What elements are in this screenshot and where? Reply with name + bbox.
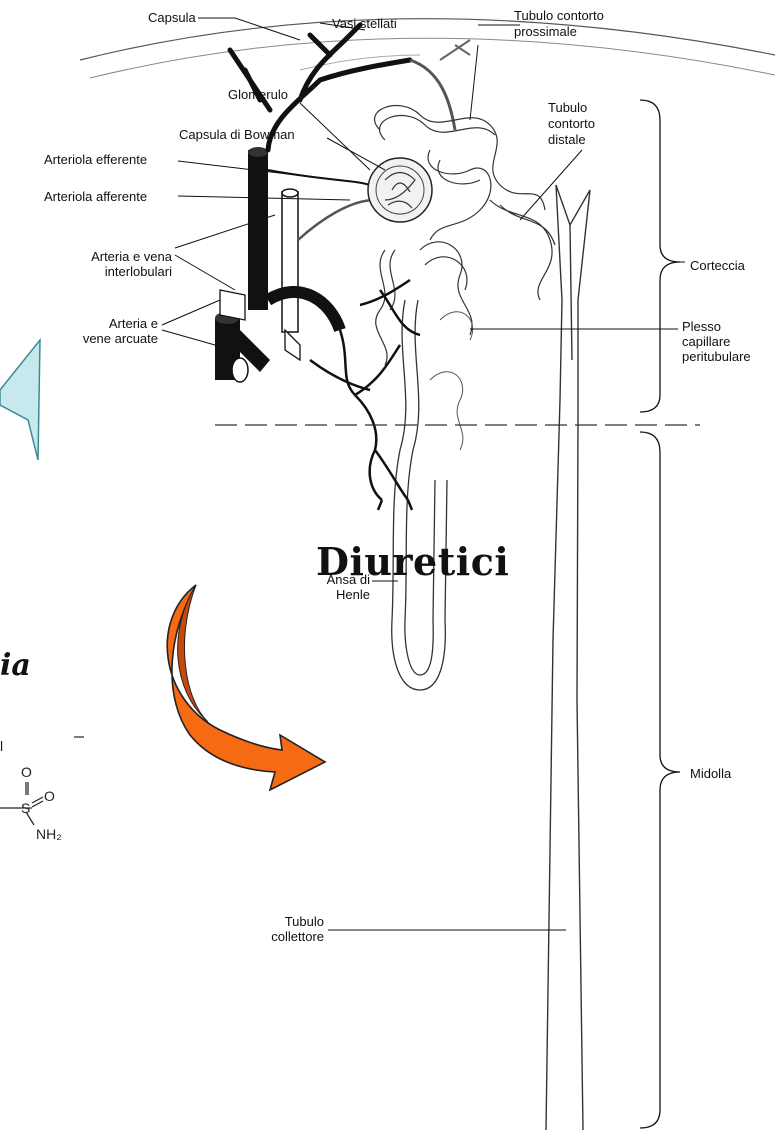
chem-oxygen-right: O [44, 788, 55, 804]
label-vasi-stellati: Vasi stellati [332, 16, 397, 31]
label-arteria-vene-arcuate-1: Arteria e [40, 316, 158, 331]
label-tubulo-collettore-1: Tubulo [240, 914, 324, 929]
label-arteria-vene-arcuate-2: vene arcuate [40, 331, 158, 346]
arcuate-vein [220, 290, 245, 320]
label-tubulo-collettore-2: collettore [240, 929, 324, 944]
collecting-duct [546, 185, 590, 1130]
label-arteria-vena-interlobulari-1: Arteria e vena [60, 249, 172, 264]
chem-amine: NH₂ [36, 826, 62, 842]
label-glomerulo: Glomerulo [228, 87, 288, 102]
label-tubulo-contorto-distale-2: contorto [548, 116, 595, 131]
label-tubulo-contorto-prossimale-2: prossimale [514, 24, 577, 39]
capsule-arc-inner [90, 38, 775, 78]
corteccia-brace [640, 100, 680, 412]
label-plesso-capillare-3: peritubulare [682, 349, 751, 364]
curved-arrow [167, 585, 325, 790]
glomerulus [368, 158, 432, 222]
label-arteriola-afferente: Arteriola afferente [44, 189, 147, 204]
chem-chlorine-partial: l [0, 738, 3, 754]
partial-heading-text: ia [0, 648, 31, 683]
label-tubulo-contorto-distale-3: distale [548, 132, 586, 147]
label-capsula-di-bowman: Capsula di Bowman [179, 127, 295, 142]
label-tubulo-contorto-distale-1: Tubulo [548, 100, 587, 115]
midolla-brace [640, 432, 680, 1128]
label-corteccia: Corteccia [690, 258, 745, 273]
callout-shape [0, 340, 40, 460]
label-arteria-vena-interlobulari-2: interlobulari [60, 264, 172, 279]
sulfonamide-fragment [0, 737, 84, 825]
title-diuretici: Diuretici [316, 539, 509, 584]
chem-oxygen-top: O [21, 764, 32, 780]
label-ansa-di-henle-2: Henle [300, 587, 370, 602]
loop-of-henle [392, 300, 447, 690]
label-tubulo-contorto-prossimale-1: Tubulo contorto [514, 8, 604, 23]
label-arteriola-efferente: Arteriola efferente [44, 152, 147, 167]
label-capsula: Capsula [148, 10, 196, 25]
label-midolla: Midolla [690, 766, 731, 781]
label-plesso-capillare-2: capillare [682, 334, 730, 349]
label-plesso-capillare-1: Plesso [682, 319, 721, 334]
chem-sulfur: S [21, 800, 30, 816]
